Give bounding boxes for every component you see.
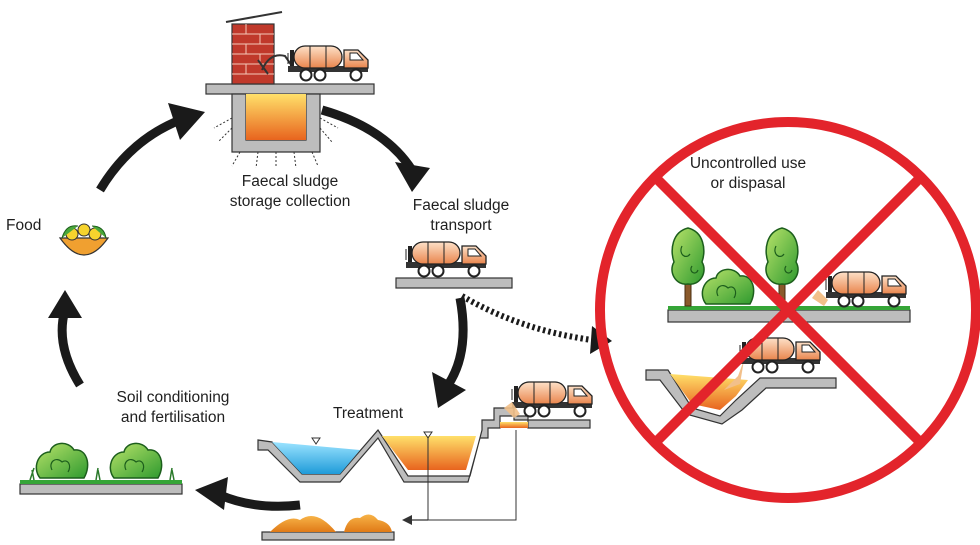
treatment-label: Treatment	[318, 404, 418, 424]
storage-label-line-2: storage collection	[229, 193, 351, 210]
transport-label-line-2: transport	[430, 217, 492, 234]
uncontrolled-use-label: Uncontrolled use or dispasal	[678, 154, 818, 194]
treatment-ponds-illustration	[257, 381, 593, 541]
cycle-arrow-soil-to-food	[48, 290, 84, 388]
transport-label-line-1: Faecal sludge	[412, 197, 510, 214]
latrine-storage-illustration	[205, 11, 375, 169]
storage-label-line-1: Faecal sludge	[241, 173, 339, 190]
food-label-text: Food	[6, 217, 42, 234]
prohibition-sign	[595, 117, 980, 503]
cycle-arrow-transport-to-treatment	[432, 297, 468, 408]
soil-conditioning-label: Soil conditioning and fertilisation	[98, 388, 248, 428]
cycle-arrow-treatment-to-soil	[195, 477, 301, 511]
treatment-label-text: Treatment	[332, 405, 404, 422]
transport-label: Faecal sludge transport	[386, 196, 536, 236]
cycle-arrow-food-to-storage	[96, 103, 205, 193]
food-basket-illustration	[58, 223, 110, 256]
uncontrolled-label-line-2: or dispasal	[710, 175, 786, 192]
food-label: Food	[6, 216, 54, 236]
storage-collection-label: Faecal sludge storage collection	[210, 172, 370, 212]
soil-field-illustration	[19, 442, 183, 495]
soil-label-line-1: Soil conditioning	[116, 389, 230, 406]
cycle-arrow-storage-to-transport	[320, 105, 430, 192]
transport-illustration	[395, 241, 513, 289]
dotted-arrow-to-uncontrolled	[460, 293, 612, 354]
uncontrolled-label-line-1: Uncontrolled use	[689, 155, 807, 172]
soil-label-line-2: and fertilisation	[120, 409, 226, 426]
